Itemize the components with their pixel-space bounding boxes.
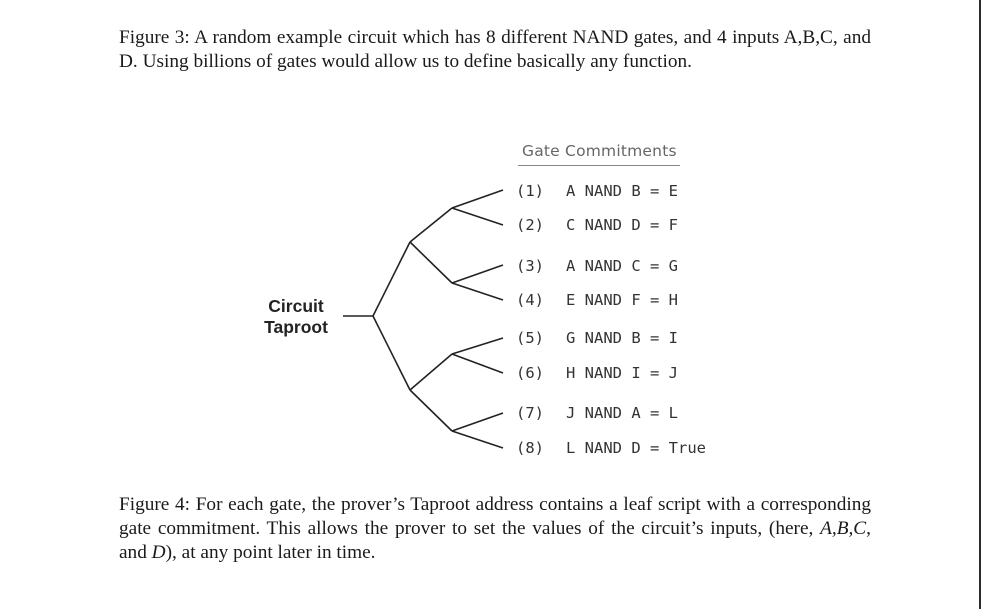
gate-number: (5) — [516, 329, 544, 347]
leaf-edge-5 — [451, 337, 504, 355]
gate-expression: L NAND D = True — [566, 439, 706, 457]
edge-root-lower — [372, 315, 411, 391]
leaf-edge-8 — [451, 430, 504, 449]
gate-expression: J NAND A = L — [566, 404, 678, 422]
page-edge-line — [979, 0, 981, 609]
root-label-line2: Taproot — [264, 317, 328, 337]
root-label-line1: Circuit — [268, 296, 324, 316]
gate-expression: G NAND B = I — [566, 329, 678, 347]
gate-commitment-8: (8) L NAND D = True — [516, 438, 706, 458]
gate-expression: H NAND I = J — [566, 364, 678, 382]
gate-expression: C NAND D = F — [566, 216, 678, 234]
leaf-edge-4 — [451, 282, 504, 301]
gate-expression: E NAND F = H — [566, 291, 678, 309]
edge-root-upper — [372, 241, 411, 317]
gate-number: (7) — [516, 404, 544, 422]
caption-text-part2: , and — [119, 518, 871, 563]
leaf-edge-1 — [451, 189, 504, 209]
caption-text-part3: ), at any point later in time. — [165, 542, 376, 563]
gate-commitment-7: (7) J NAND A = L — [516, 403, 678, 423]
gate-commitment-2: (2) C NAND D = F — [516, 215, 678, 235]
gate-expression: A NAND B = E — [566, 182, 678, 200]
edge-upper-node1 — [409, 207, 453, 243]
gate-number: (4) — [516, 291, 544, 309]
circuit-taproot-label: Circuit Taproot — [246, 296, 346, 338]
gate-number: (6) — [516, 364, 544, 382]
gate-number: (2) — [516, 216, 544, 234]
gate-commitments-title: Gate Commitments — [518, 142, 680, 166]
leaf-edge-2 — [451, 207, 504, 226]
leaf-edge-6 — [451, 353, 504, 374]
leaf-edge-7 — [451, 412, 504, 432]
caption-var-d: D — [151, 542, 166, 563]
gate-number: (8) — [516, 439, 544, 457]
gate-commitment-3: (3) A NAND C = G — [516, 256, 678, 276]
caption-text-part1: Figure 4: For each gate, the prover’s Ta… — [119, 494, 871, 539]
caption-vars-abc: A,B,C — [820, 518, 867, 539]
gate-commitment-5: (5) G NAND B = I — [516, 328, 678, 348]
edge-lower-node4 — [409, 389, 453, 432]
leaf-edge-3 — [451, 264, 504, 284]
gate-commitment-4: (4) E NAND F = H — [516, 290, 678, 310]
edge-lower-node3 — [409, 353, 453, 391]
gate-number: (3) — [516, 257, 544, 275]
figure-3-caption: Figure 3: A random example circuit which… — [119, 27, 871, 72]
gate-expression: A NAND C = G — [566, 257, 678, 275]
gate-commitment-6: (6) H NAND I = J — [516, 363, 678, 383]
figure-4-caption: Figure 4: For each gate, the prover’s Ta… — [119, 493, 871, 565]
gate-commitment-1: (1) A NAND B = E — [516, 181, 678, 201]
edge-upper-node2 — [409, 241, 453, 284]
gate-number: (1) — [516, 182, 544, 200]
